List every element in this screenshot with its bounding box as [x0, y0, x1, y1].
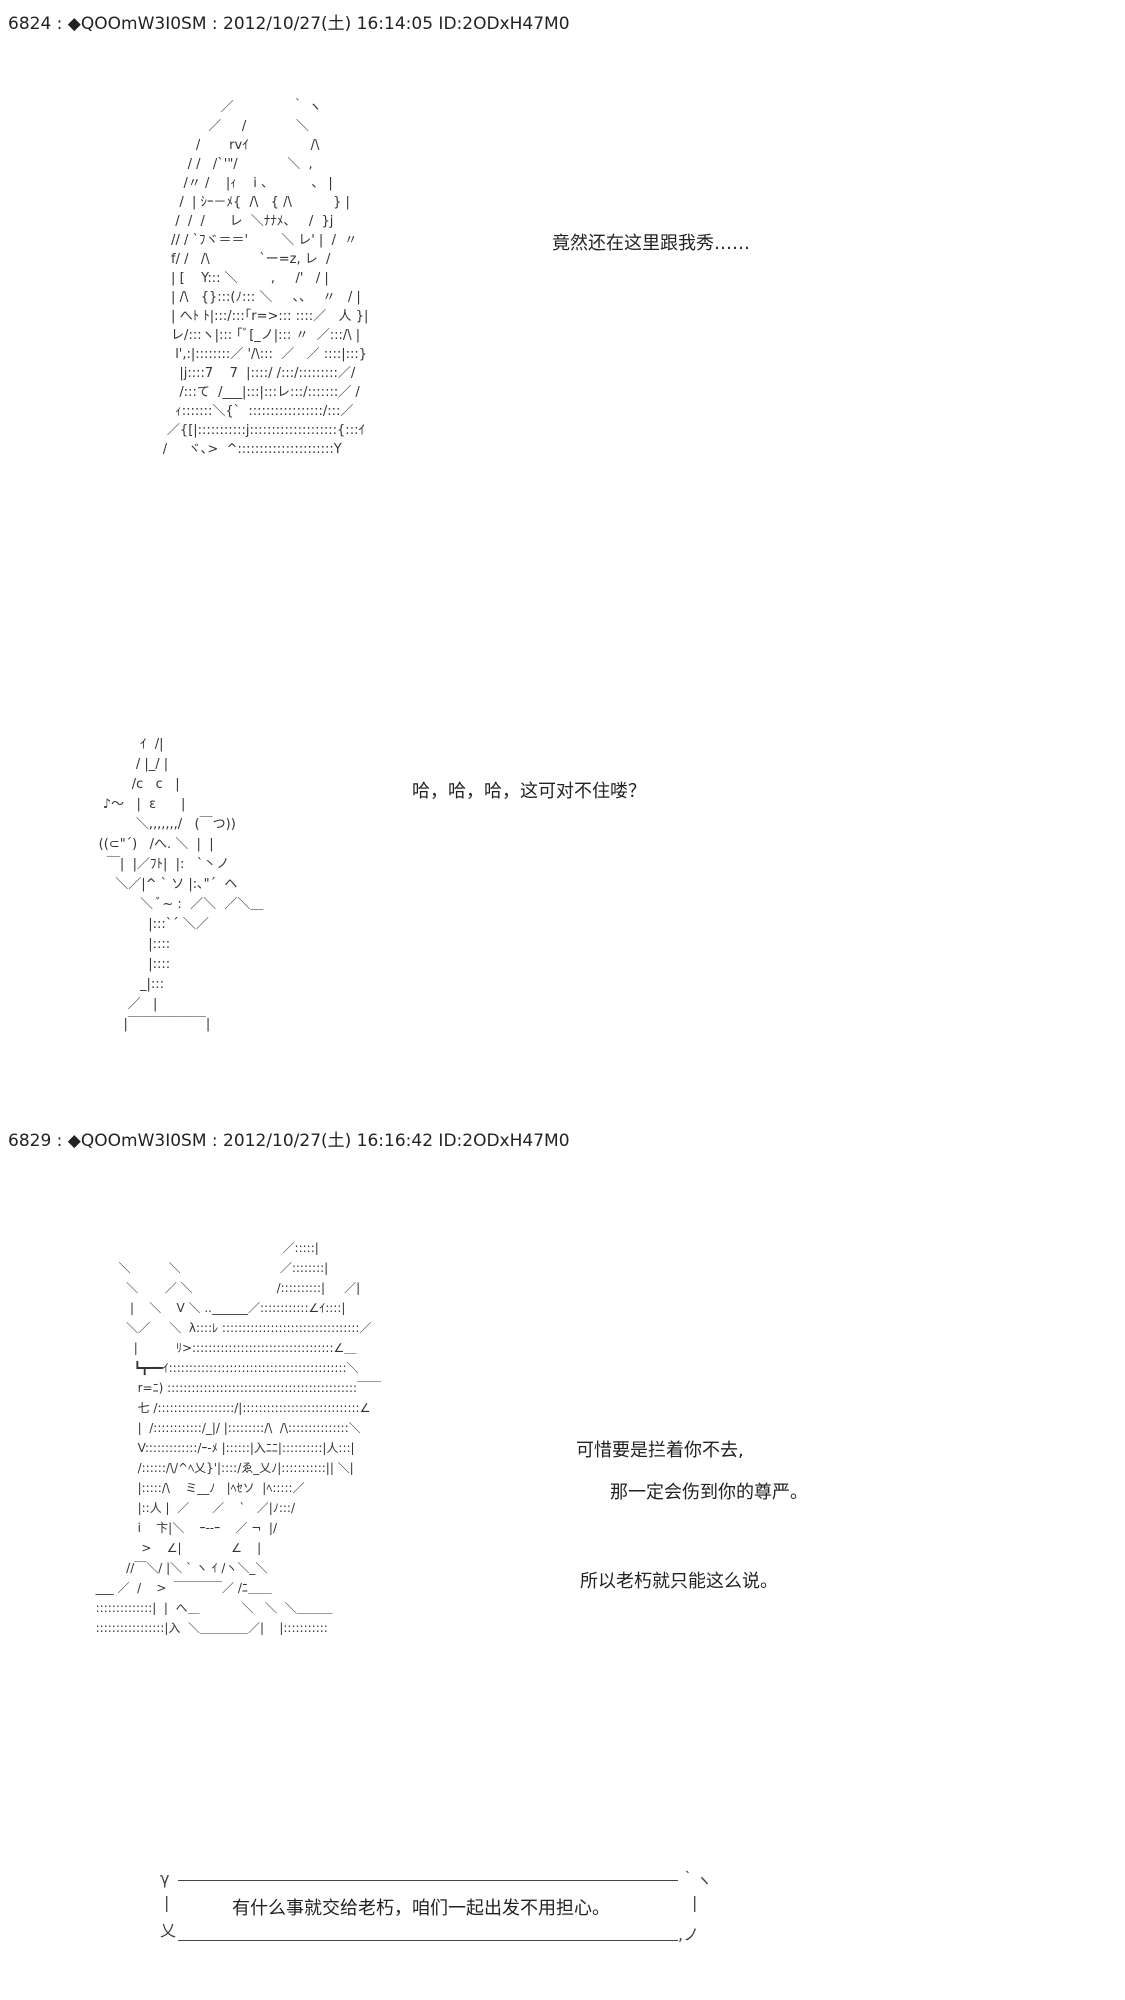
speech-box-text: 有什么事就交给老朽，咱们一起出发不用担心。: [232, 1898, 610, 1919]
dialog-line-1: 竟然还在这里跟我秀……: [552, 233, 750, 254]
ascii-art-character-2: ｲ /| / |_/ | /c c | ♪～ | ε | ＼,,,,,,,/ (…: [98, 737, 264, 1032]
post-header-6824: 6824 : ◆QOOmW3I0SM : 2012/10/27(土) 16:14…: [8, 14, 570, 34]
dialog-line-3b: 那一定会伤到你的尊严。: [610, 1482, 808, 1503]
speech-box-bottom-right-corner: ,ノ: [678, 1925, 700, 1944]
ascii-art-character-3: ／:::::| ＼ ＼ ／::::::::| ＼ ／ ＼ /::::::::::…: [95, 1241, 382, 1635]
dialog-line-2: 哈，哈，哈，这可对不住喽？: [412, 781, 646, 802]
speech-box-top-right-corner: ｀ヽ: [680, 1871, 713, 1890]
speech-box-bottom-left-corner: 乂: [160, 1921, 177, 1940]
speech-box-top-border: [178, 1880, 678, 1881]
speech-box-right-side: |: [692, 1893, 698, 1912]
speech-box: γ ｀ヽ | | 乂 ,ノ 有什么事就交给老朽，咱们一起出发不用担心。: [160, 1869, 712, 1952]
speech-box-bottom-border: [178, 1940, 678, 1941]
dialog-line-3a: 可惜要是拦着你不去,: [576, 1440, 744, 1461]
post-header-6829: 6829 : ◆QOOmW3I0SM : 2012/10/27(土) 16:16…: [8, 1131, 570, 1151]
ascii-art-character-1: ／ ｀ ヽ ／ / ＼ / rvｲ /\ / / /`'"/ ＼ , /〃 / …: [162, 100, 369, 457]
dialog-line-3c: 所以老朽就只能这么说。: [580, 1571, 778, 1592]
speech-box-left-side: |: [164, 1893, 170, 1912]
speech-box-top-left-corner: γ: [160, 1869, 170, 1888]
